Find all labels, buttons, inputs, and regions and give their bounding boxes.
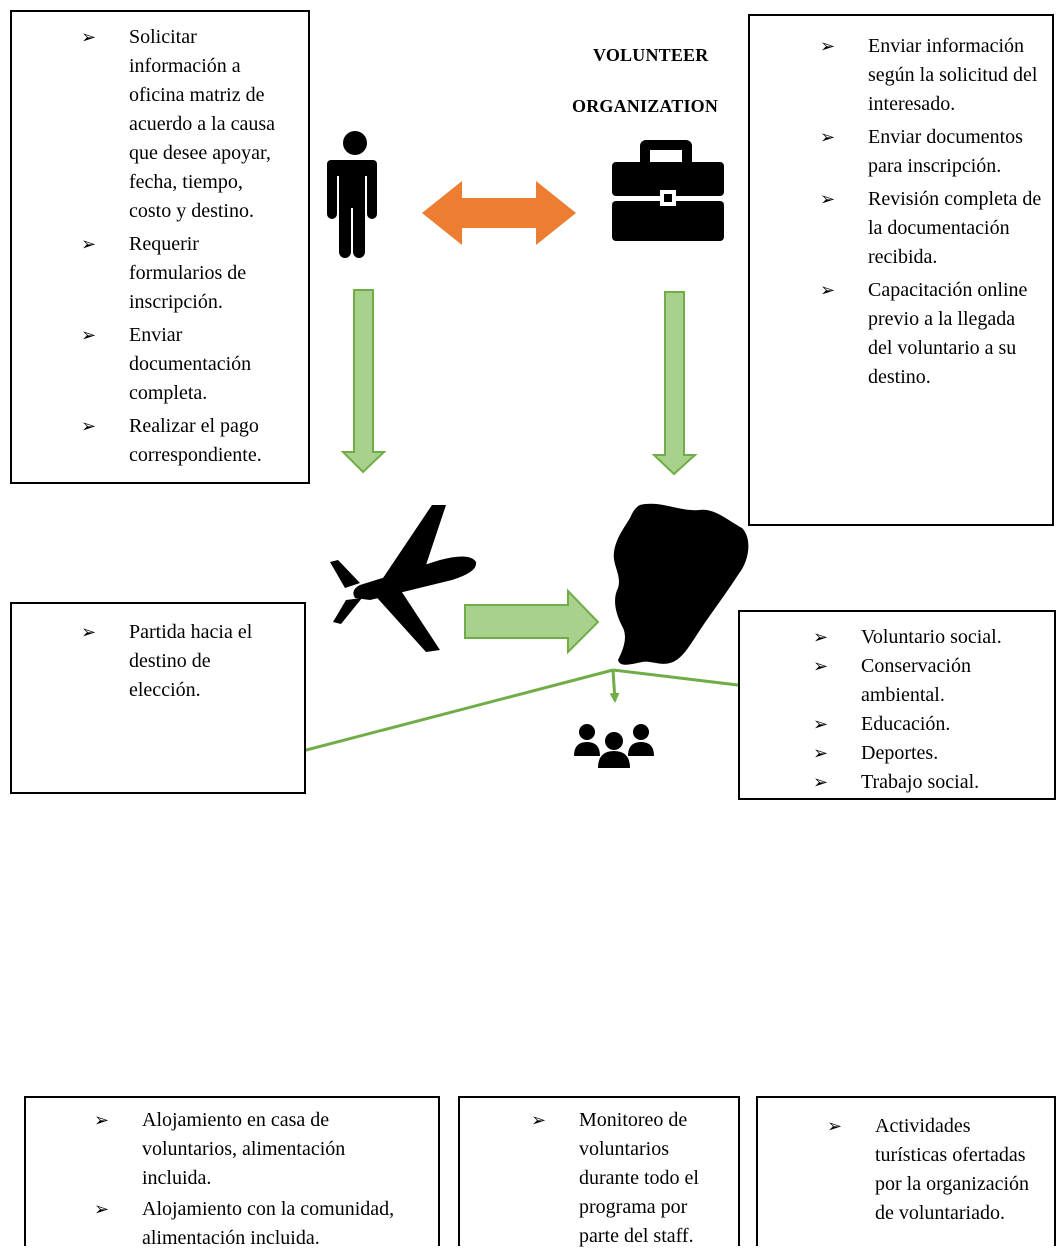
ecuador-map-icon — [613, 503, 749, 665]
activities-list: ➢Actividades turísticas ofertadas por la… — [827, 1112, 1034, 1228]
branch-line-lodging — [266, 668, 614, 763]
list-item: ➢Alojamiento con la comunidad, alimentac… — [94, 1195, 418, 1253]
organization-title-line2: ORGANIZATION — [572, 96, 719, 116]
list-item: ➢Actividades turísticas ofertadas por la… — [827, 1112, 1034, 1228]
bullet-icon: ➢ — [820, 189, 836, 210]
list-item: ➢Enviar documentos para inscripción. — [820, 123, 1042, 181]
branch-line-staff — [609, 669, 620, 703]
list-item: ➢Revisión completa de la documentación r… — [820, 185, 1042, 272]
bullet-icon: ➢ — [827, 1116, 843, 1137]
bullet-icon: ➢ — [820, 36, 836, 57]
list-item: ➢Enviar documentación completa. — [81, 321, 288, 408]
bullet-icon: ➢ — [813, 772, 829, 793]
activities-box: ➢Actividades turísticas ofertadas por la… — [756, 1096, 1056, 1246]
list-item: ➢Partida hacia el destino de elección. — [81, 618, 284, 705]
flow-arrow-right — [464, 588, 600, 655]
organization-steps-box: ➢Enviar información según la solicitud d… — [748, 14, 1054, 526]
program-types-box: ➢Voluntario social. ➢Conservación ambien… — [738, 610, 1056, 800]
organization-steps-list: ➢Enviar información según la solicitud d… — [820, 32, 1042, 392]
organization-title-line1: VOLUNTEER — [593, 45, 709, 65]
volunteer-steps-list: ➢Solicitar información a oficina matriz … — [81, 23, 288, 470]
list-item: ➢Conservación ambiental. — [813, 652, 1046, 710]
list-item: ➢Enviar información según la solicitud d… — [820, 32, 1042, 119]
bullet-icon: ➢ — [81, 622, 97, 643]
bullet-icon: ➢ — [94, 1199, 110, 1220]
bullet-icon: ➢ — [94, 1110, 110, 1131]
bullet-icon: ➢ — [813, 656, 829, 677]
airplane-icon — [330, 505, 477, 652]
list-item: ➢Realizar el pago correspondiente. — [81, 412, 288, 470]
list-item: ➢Monitoreo de voluntarios durante todo e… — [531, 1106, 726, 1251]
bullet-icon: ➢ — [820, 280, 836, 301]
briefcase-icon — [612, 140, 724, 241]
accommodation-box: ➢Alojamiento en casa de voluntarios, ali… — [24, 1096, 440, 1249]
monitoring-box: ➢Monitoreo de voluntarios durante todo e… — [458, 1096, 740, 1247]
bullet-icon: ➢ — [813, 743, 829, 764]
flow-arrow-right-down — [651, 291, 698, 476]
list-item: ➢Educación. — [813, 710, 1046, 739]
list-item: ➢Voluntario social. — [813, 623, 1046, 652]
bullet-icon: ➢ — [81, 27, 97, 48]
departure-list: ➢Partida hacia el destino de elección. — [81, 618, 284, 705]
bullet-icon: ➢ — [81, 416, 97, 437]
list-item: ➢Trabajo social. — [813, 768, 1046, 797]
monitoring-list: ➢Monitoreo de voluntarios durante todo e… — [531, 1106, 726, 1251]
accommodation-list: ➢Alojamiento en casa de voluntarios, ali… — [94, 1106, 418, 1253]
bullet-icon: ➢ — [813, 714, 829, 735]
bullet-icon: ➢ — [820, 127, 836, 148]
program-types-list: ➢Voluntario social. ➢Conservación ambien… — [813, 623, 1046, 797]
person-icon — [327, 131, 377, 258]
flow-arrow-left-down — [340, 289, 387, 474]
bullet-icon: ➢ — [81, 234, 97, 255]
list-item: ➢Alojamiento en casa de voluntarios, ali… — [94, 1106, 418, 1193]
bullet-icon: ➢ — [813, 627, 829, 648]
volunteer-steps-box: ➢Solicitar información a oficina matriz … — [10, 10, 310, 484]
group-icon — [574, 724, 654, 768]
bullet-icon: ➢ — [531, 1110, 547, 1131]
exchange-arrow — [422, 181, 576, 245]
list-item: ➢Solicitar información a oficina matriz … — [81, 23, 288, 226]
bullet-icon: ➢ — [81, 325, 97, 346]
departure-box: ➢Partida hacia el destino de elección. — [10, 602, 306, 794]
list-item: ➢Deportes. — [813, 739, 1046, 768]
list-item: ➢Capacitación online previo a la llegada… — [820, 276, 1042, 392]
list-item: ➢Requerir formularios de inscripción. — [81, 230, 288, 317]
